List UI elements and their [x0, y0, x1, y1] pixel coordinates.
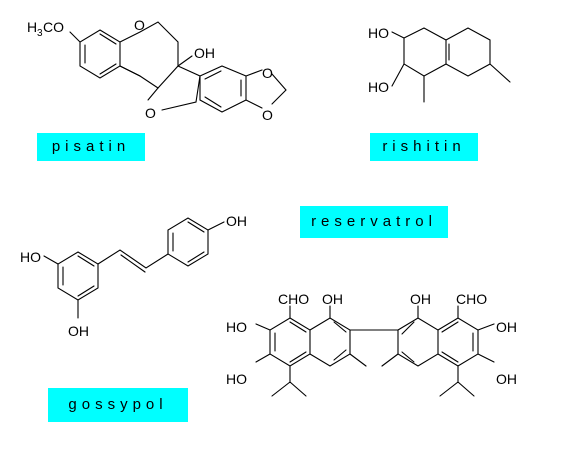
rishitin-atom-labels: HO HO	[368, 25, 389, 95]
pisatin-atom-labels: H 3 CO O OH O O O	[27, 17, 273, 123]
gossypol-hydroxyl-right-upper-label: OH	[496, 319, 517, 335]
gossypol-aldehyde-left-label: CHO	[278, 291, 309, 307]
methoxy-label-subscript: 3	[37, 28, 43, 39]
resveratrol-atom-labels: HO OH OH	[20, 213, 247, 339]
pisatin-structure	[69, 21, 287, 113]
gossypol-hydroxyl-left-lower-label: HO	[226, 371, 247, 387]
gossypol-hydroxyl-right-lower-label: OH	[496, 371, 517, 387]
reservatrol-name-label: reservatrol	[300, 206, 448, 238]
pisatin-hydroxyl-label: OH	[194, 45, 215, 61]
gossypol-aldehyde-right-label: CHO	[456, 291, 487, 307]
pyran-oxygen-label: O	[134, 17, 145, 33]
resveratrol-hydroxyl-left-label: HO	[20, 249, 41, 265]
rishitin-structure	[391, 27, 511, 103]
resveratrol-hydroxyl-right-label: OH	[226, 213, 247, 229]
rishitin-hydroxyl-top-label: HO	[368, 25, 389, 41]
furan-oxygen-label: O	[145, 105, 156, 121]
resveratrol-hydroxyl-bottom-label: OH	[68, 323, 89, 339]
gossypol-peri-hydroxyl-right-label: OH	[410, 291, 431, 307]
methoxy-label-h: H	[27, 19, 37, 35]
gossypol-atom-labels: CHO OH HO HO OH CHO OH OH	[226, 291, 517, 387]
dioxole-oxygen-bottom-label: O	[262, 107, 273, 123]
pisatin-name-label: pisatin	[37, 133, 145, 161]
gossypol-structure	[255, 305, 495, 397]
rishitin-hydroxyl-bottom-label: HO	[368, 79, 389, 95]
methoxy-label-co: CO	[43, 19, 64, 35]
gossypol-hydroxyl-left-upper-label: HO	[226, 319, 247, 335]
dioxole-oxygen-top-label: O	[262, 65, 273, 81]
rishitin-name-label: rishitin	[370, 133, 478, 161]
gossypol-name-label: gossypol	[48, 388, 188, 422]
gossypol-peri-hydroxyl-left-label: OH	[322, 291, 343, 307]
resveratrol-structure	[43, 217, 225, 319]
